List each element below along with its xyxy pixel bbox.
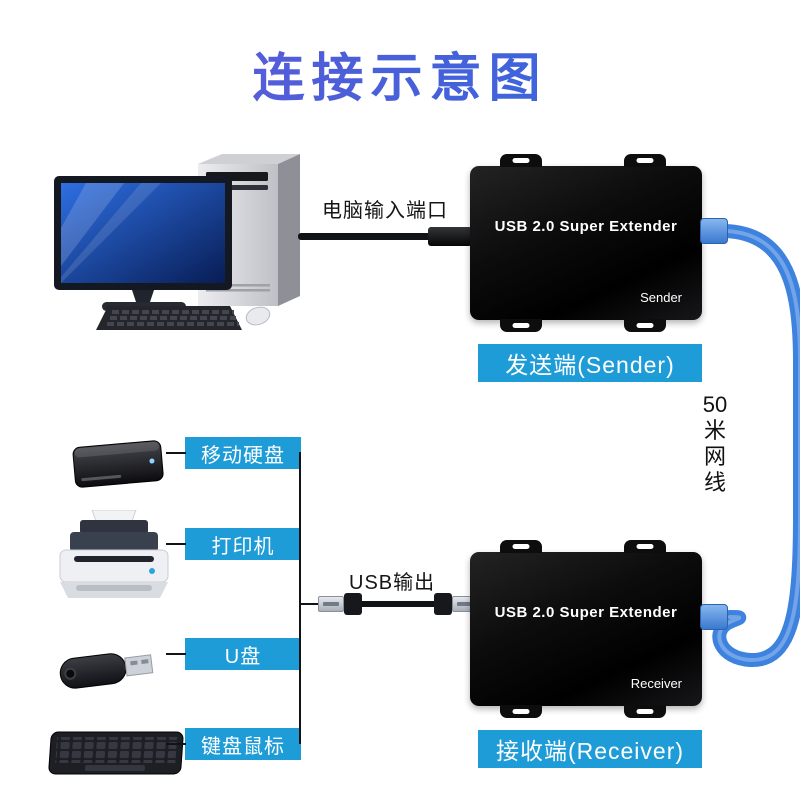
- rj45-port: [700, 604, 728, 630]
- connector-line: [166, 543, 186, 545]
- printer-illustration: [59, 510, 169, 598]
- peripheral-tag-printer: 打印机: [185, 528, 301, 560]
- peripheral-tag-hdd: 移动硬盘: [185, 437, 301, 469]
- screw-hole: [636, 544, 654, 549]
- peripheral-tag-keyboard: 键盘鼠标: [185, 728, 301, 760]
- usb-wire: [362, 601, 434, 607]
- sender-banner: 发送端(Sender): [478, 344, 702, 382]
- mounting-ear: [624, 319, 666, 332]
- receiver-device: USB 2.0 Super Extender Receiver: [470, 540, 728, 718]
- device-role: Receiver: [630, 676, 682, 691]
- connector-bus-line: [299, 452, 301, 744]
- mounting-ear: [624, 154, 666, 167]
- hdd-illustration: [72, 440, 164, 488]
- receiver-banner: 接收端(Receiver): [478, 730, 702, 768]
- mounting-ear: [624, 705, 666, 718]
- cable-length-note: 50 米 网 线: [700, 392, 730, 496]
- screw-hole: [636, 709, 654, 714]
- mounting-ear: [624, 540, 666, 553]
- peripheral-tag-usb: U盘: [185, 638, 301, 670]
- cable-note-line: 线: [703, 470, 726, 495]
- connector-line: [301, 603, 318, 605]
- cable-note-line: 米: [703, 418, 726, 443]
- usb-plug-metal: [452, 596, 473, 612]
- connector-line: [166, 653, 186, 655]
- device-name: USB 2.0 Super Extender: [494, 604, 678, 621]
- screw-hole: [512, 709, 530, 714]
- usb-plug-metal: [318, 596, 344, 612]
- usb-drive-illustration: [59, 653, 154, 689]
- usb-plug-slot: [457, 602, 473, 606]
- usb-plug-body: [344, 593, 362, 615]
- usb-plug-slot: [323, 602, 339, 606]
- mounting-ear: [500, 540, 542, 553]
- screw-hole: [636, 158, 654, 163]
- connector-line: [166, 452, 186, 454]
- device-name: USB 2.0 Super Extender: [494, 218, 678, 235]
- usb-input-cable: [298, 233, 434, 240]
- connector-line: [166, 743, 186, 745]
- mounting-ear: [500, 705, 542, 718]
- screw-hole: [636, 323, 654, 328]
- mounting-ear: [500, 154, 542, 167]
- mounting-ear: [500, 319, 542, 332]
- usb-input-plug: [428, 227, 472, 246]
- cable-note-line: 50: [702, 392, 728, 417]
- screw-hole: [512, 158, 530, 163]
- screw-hole: [512, 544, 530, 549]
- usb-plug-body: [434, 593, 452, 615]
- sender-device: USB 2.0 Super Extender Sender: [470, 154, 728, 332]
- desktop-computer-illustration: [54, 154, 300, 330]
- usb-output-label: USB输出: [349, 572, 436, 594]
- keyboard-illustration: [48, 731, 184, 775]
- screw-hole: [512, 323, 530, 328]
- page-title: 连接示意图: [0, 36, 800, 111]
- cable-note-line: 网: [703, 444, 726, 469]
- computer-input-port-label: 电脑输入端口: [322, 200, 448, 222]
- rj45-port: [700, 218, 728, 244]
- device-role: Sender: [640, 290, 682, 305]
